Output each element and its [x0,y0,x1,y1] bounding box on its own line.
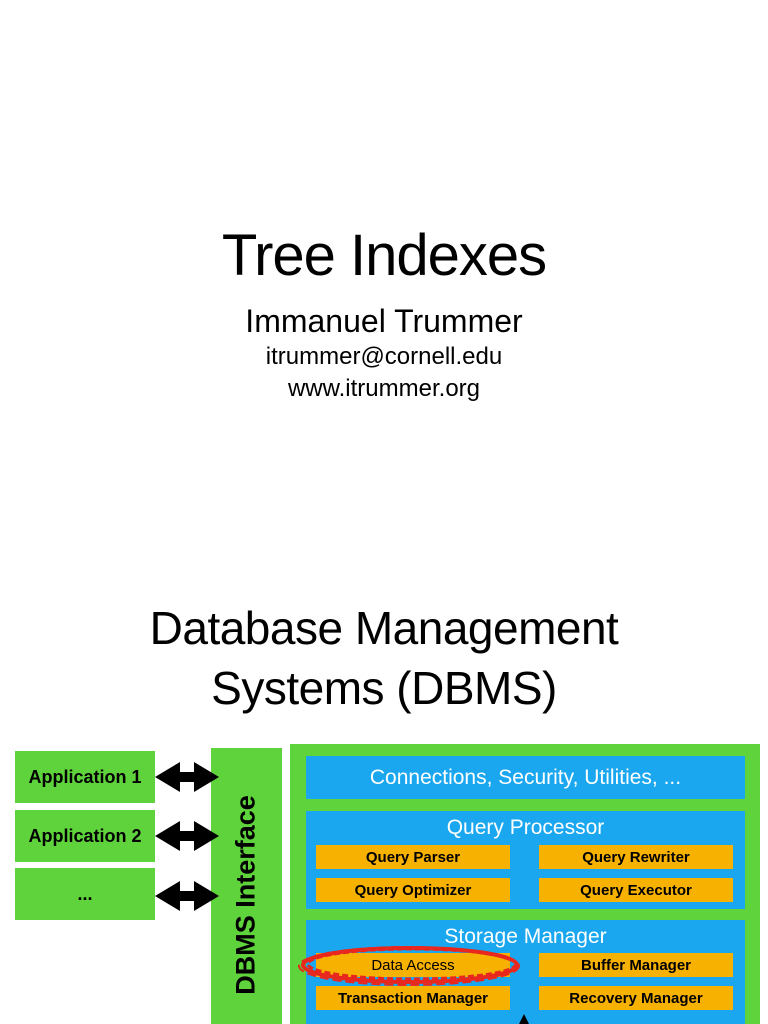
storage-manager-title: Storage Manager [444,925,607,948]
storage-manager-box: Storage Manager Data Access Buffer Manag… [306,920,745,1024]
query-processor-title: Query Processor [446,816,605,839]
dbms-slide-title: Database Management Systems (DBMS) [0,598,768,718]
connections-box: Connections, Security, Utilities, ... [306,756,745,799]
query-executor-box: Query Executor [539,878,733,902]
query-rewriter-box: Query Rewriter [539,845,733,869]
bidirectional-arrow-icon [155,821,219,851]
query-parser-box: Query Parser [316,845,510,869]
recovery-manager-box: Recovery Manager [539,986,733,1010]
dbms-interface-label-holder: DBMS Interface [211,0,282,1024]
application-2-box: Application 2 [15,810,155,862]
transaction-manager-box: Transaction Manager [316,986,510,1010]
buffer-manager-box: Buffer Manager [539,953,733,977]
dbms-interface-label: DBMS Interface [230,795,261,995]
application-1-box: Application 1 [15,751,155,803]
bidirectional-arrow-icon [155,881,219,911]
dbms-interface-bar [211,748,282,1024]
application-more-box: ... [15,868,155,920]
author-email: itrummer@cornell.edu [265,343,503,370]
slide-title: Tree Indexes [221,223,547,288]
dbms-title-line-1: Database Management [149,602,619,654]
query-processor-box: Query Processor Query Parser Query Rewri… [306,811,745,909]
dbms-title-line-2: Systems (DBMS) [211,662,557,714]
author-website: www.itrummer.org [287,375,481,402]
data-access-box: Data Access [316,953,510,977]
author-name: Immanuel Trummer [245,303,523,339]
query-optimizer-box: Query Optimizer [316,878,510,902]
bidirectional-arrow-icon [155,762,219,792]
